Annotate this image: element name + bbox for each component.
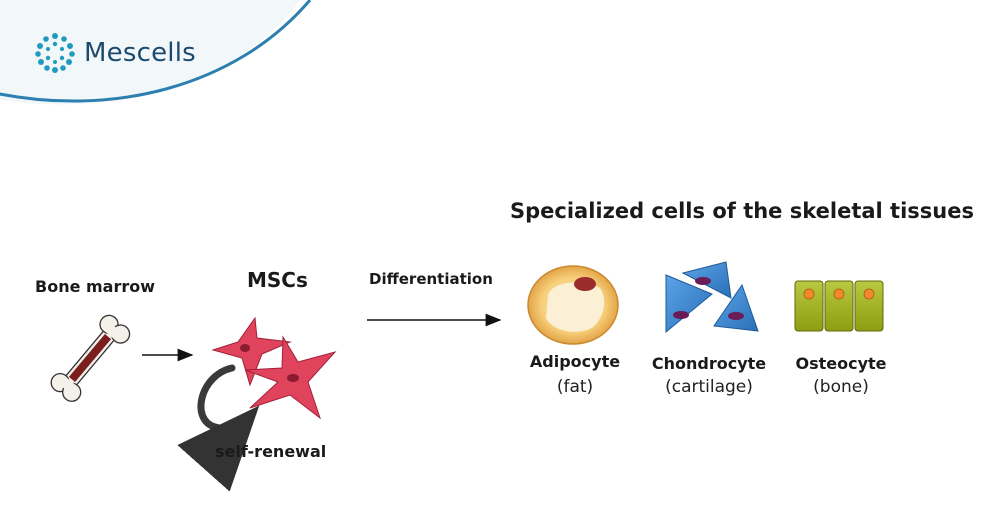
adipocyte-sublabel: (fat) [556,377,594,397]
osteocyte-sublabel: (bone) [813,377,869,397]
header-swoosh [0,0,312,105]
chondrocyte-sublabel: (cartilage) [665,377,753,397]
differentiation-label: Differentiation [369,270,493,288]
chondrocyte-cell-icon [665,261,759,334]
chondrocyte-label: Chondrocyte [651,354,767,373]
adipocyte-label: Adipocyte [529,352,621,371]
logo-icon [35,33,75,73]
msc-label: MSCs [247,268,308,292]
bone-icon [50,314,131,402]
adipocyte-cell-icon [527,265,619,345]
diagram-title: Specialized cells of the skeletal tissue… [510,199,974,223]
brand-logo[interactable]: Mescells [34,32,196,74]
msc-cell-1 [211,316,292,387]
self-renewal-label: self-renewal [215,442,327,461]
osteocyte-cell-icon [794,280,884,332]
osteocyte-label: Osteocyte [795,354,887,373]
self-renewal-arrow [177,364,260,492]
msc-cell-2 [244,335,337,420]
brand-name: Mescells [84,38,196,68]
bone-marrow-label: Bone marrow [35,277,156,296]
